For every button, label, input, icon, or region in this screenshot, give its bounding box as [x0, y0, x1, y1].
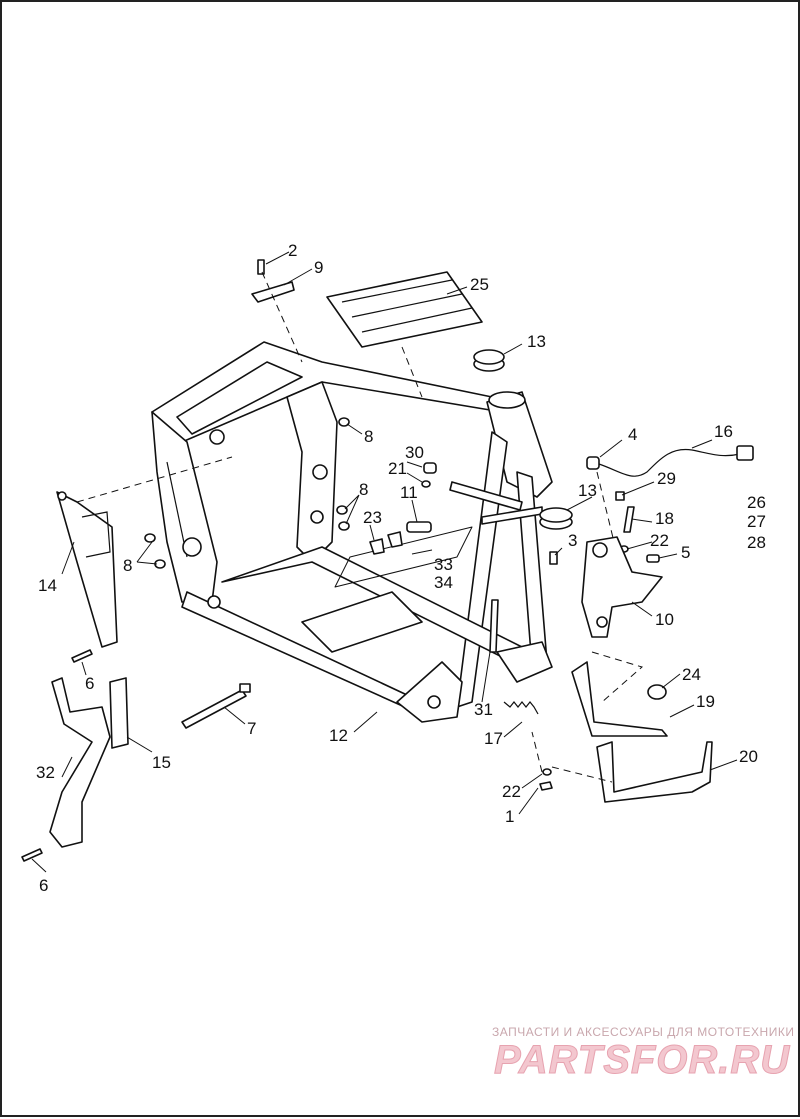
callout-18: 18 [655, 509, 674, 528]
callout-19: 19 [696, 692, 715, 711]
callout-5: 5 [681, 543, 690, 562]
callout-32: 32 [36, 763, 55, 782]
sensor-kit-parts-11-23 [334, 521, 473, 588]
support-part-32 [49, 677, 111, 848]
callout-22: 22 [650, 531, 669, 550]
pin-part-18 [623, 506, 635, 533]
callout-17: 17 [484, 729, 503, 748]
callout-20: 20 [739, 747, 758, 766]
callout-8: 8 [123, 556, 132, 575]
bolt-part-5 [646, 554, 660, 563]
bearing-cup-part-13a [473, 349, 505, 372]
callout-16: 16 [714, 422, 733, 441]
washer-part-22b [542, 768, 552, 776]
callout-13: 13 [578, 481, 597, 500]
callout-11: 11 [400, 483, 418, 502]
clip-part-9 [251, 281, 295, 303]
callout-28: 28 [747, 533, 766, 552]
watermark-tagline: ЗАПЧАСТИ И АКСЕССУАРЫ ДЛЯ МОТОТЕХНИКИ [492, 1025, 795, 1039]
bolt-part-6b [21, 848, 43, 862]
callout-26: 26 [747, 493, 766, 512]
plug-part-30 [423, 462, 437, 474]
rod-part-31 [489, 599, 499, 653]
cable-tie-part-7 [181, 683, 251, 729]
callout-21: 21 [388, 459, 407, 478]
callout-6: 6 [39, 876, 48, 895]
callout-33: 33 [434, 555, 453, 574]
alignment-lines [76, 271, 644, 783]
screw-part-2 [257, 259, 265, 275]
callout-8: 8 [359, 480, 368, 499]
leader-lines [31, 251, 738, 873]
callout-30: 30 [405, 443, 424, 462]
callout-12: 12 [329, 726, 348, 745]
callout-29: 29 [657, 469, 676, 488]
bracket-part-15 [109, 677, 129, 749]
battery-tray-part-25 [326, 271, 483, 348]
callout-31: 31 [474, 700, 493, 719]
screw-part-29 [615, 491, 625, 501]
callout-7: 7 [247, 719, 256, 738]
frame-assembly [151, 341, 553, 723]
callout-27: 27 [747, 512, 766, 531]
sensor-cable-part-16 [586, 445, 754, 477]
jiffy-stand-leg-part-19 [571, 661, 668, 737]
callout-labels: 2 9 25 13 8 30 21 8 11 23 33 34 4 16 29 … [36, 241, 766, 895]
callout-14: 14 [38, 576, 57, 595]
clip-part-1 [539, 781, 553, 791]
fastener-part-21 [421, 480, 431, 488]
callout-24: 24 [682, 665, 701, 684]
bracket-part-14 [56, 491, 118, 648]
callout-3: 3 [568, 531, 577, 550]
callout-22: 22 [502, 782, 521, 801]
fitting-part-3 [549, 551, 558, 565]
callout-23: 23 [363, 508, 382, 527]
callout-34: 34 [434, 573, 453, 592]
stop-part-24 [647, 684, 667, 700]
watermark-logo: PARTSFOR.RU [493, 1038, 791, 1083]
callout-25: 25 [470, 275, 489, 294]
callout-8: 8 [364, 427, 373, 446]
spring-part-17 [503, 701, 539, 715]
callout-15: 15 [152, 753, 171, 772]
jiffy-stand-bracket-part-10 [581, 536, 663, 638]
callout-9: 9 [314, 258, 323, 277]
callout-6: 6 [85, 674, 94, 693]
bearing-cup-part-13b [539, 507, 573, 530]
callout-4: 4 [628, 425, 637, 444]
callout-1: 1 [505, 807, 514, 826]
callout-10: 10 [655, 610, 674, 629]
callout-2: 2 [288, 241, 297, 260]
bolt-part-6a [71, 649, 93, 663]
callout-13: 13 [527, 332, 546, 351]
jiffy-stand-extended-part-20 [596, 741, 713, 803]
